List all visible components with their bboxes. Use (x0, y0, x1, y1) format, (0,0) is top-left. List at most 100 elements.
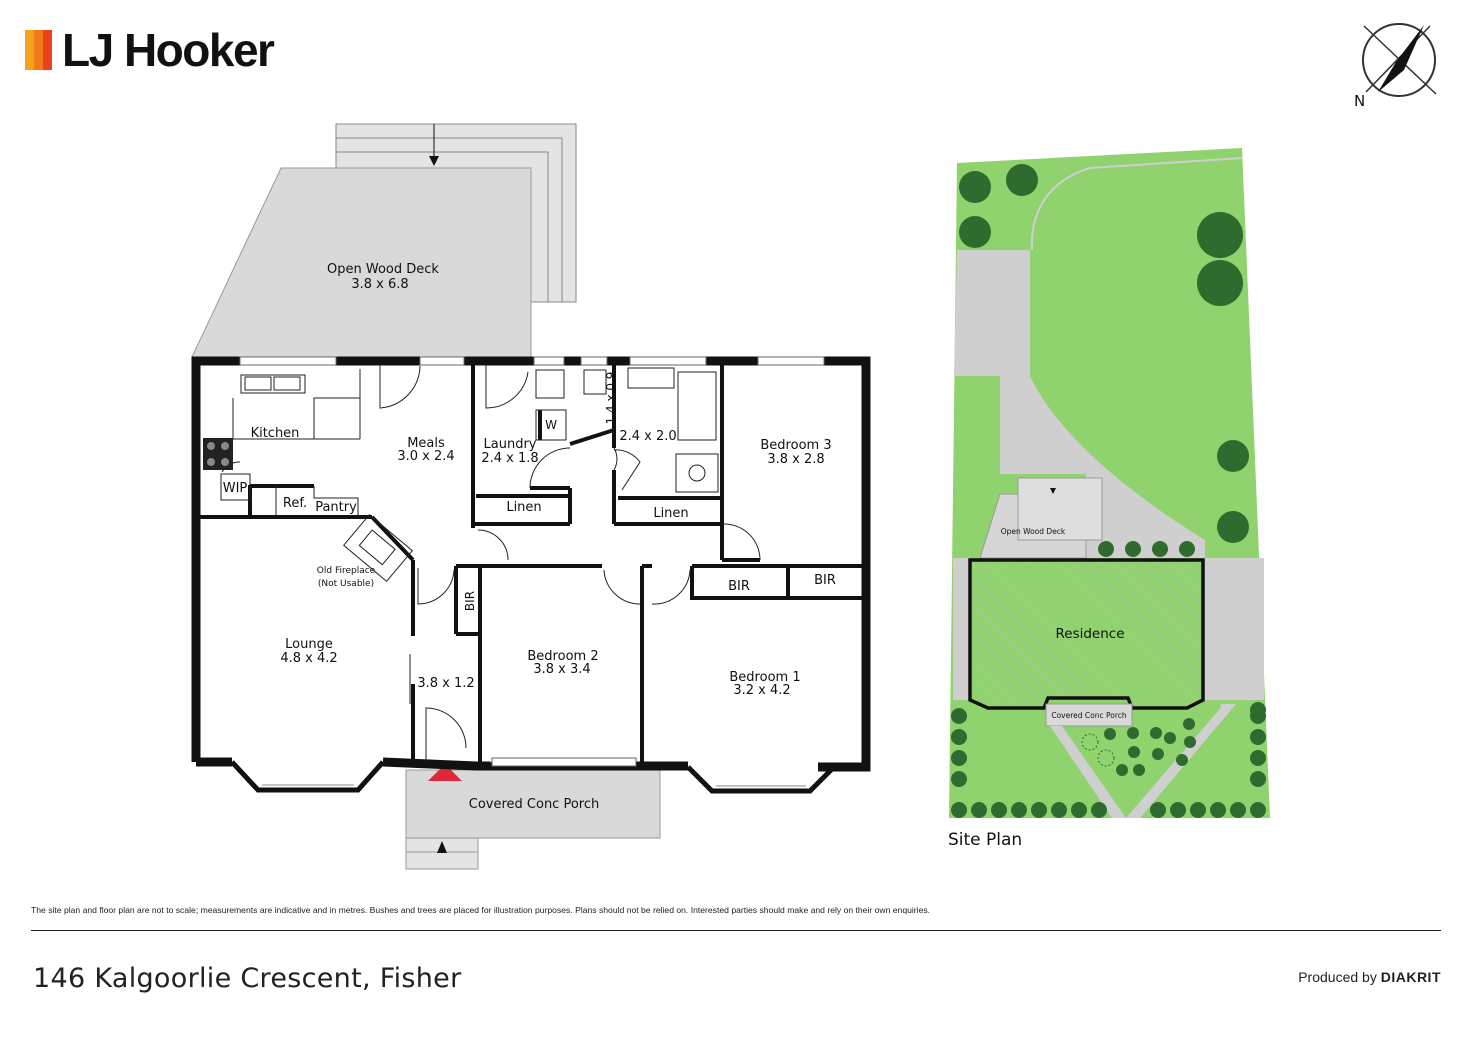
residence-label: Residence (1055, 626, 1124, 642)
floor-plan: Open Wood Deck 3.8 x 6.8 Kitchen Meals 3… (191, 123, 871, 870)
tree-icon (1217, 440, 1249, 472)
tree-icon (1250, 750, 1266, 766)
bir-bed1b-label: BIR (814, 573, 836, 588)
compass-icon: N (1354, 23, 1437, 110)
site-deck-label: Open Wood Deck (1001, 527, 1066, 536)
bedroom2-name: Bedroom 2 (527, 649, 598, 664)
tree-icon (1071, 802, 1087, 818)
wc-label: W (545, 418, 557, 432)
tree-icon (1006, 164, 1038, 196)
disclaimer-text: The site plan and floor plan are not to … (31, 905, 931, 915)
tree-icon (1152, 541, 1168, 557)
shrub-icon (1097, 749, 1115, 767)
footer-divider (31, 930, 1441, 931)
tree-icon (1210, 802, 1226, 818)
tree-icon (1133, 764, 1145, 776)
bir-hall-label: BIR (463, 591, 477, 611)
bedroom2-size: 3.8 x 3.4 (533, 662, 590, 677)
shrub-icon (1081, 733, 1099, 751)
site-deck: Open Wood Deck (979, 477, 1103, 559)
compass-label: N (1354, 92, 1365, 110)
ref-label: Ref. (283, 496, 307, 511)
entry-size: 3.8 x 1.2 (417, 676, 474, 691)
laundry-size: 2.4 x 1.8 (481, 451, 538, 466)
bedroom1-size: 3.2 x 4.2 (733, 683, 790, 698)
bedroom1-name: Bedroom 1 (729, 670, 800, 685)
pantry-label: Pantry (315, 500, 357, 515)
linen-laundry-label: Linen (506, 500, 541, 515)
tree-icon (1051, 802, 1067, 818)
site-porch-label: Covered Conc Porch (1051, 711, 1127, 720)
bay-windows (230, 760, 836, 794)
site-trees (951, 164, 1266, 818)
entry-arrow-icon (428, 764, 462, 781)
tree-icon (1125, 541, 1141, 557)
deck-size: 3.8 x 6.8 (351, 277, 408, 292)
site-residence: Residence (968, 558, 1205, 710)
tree-icon (1152, 748, 1164, 760)
tree-icon (959, 171, 991, 203)
tree-icon (951, 729, 967, 745)
tree-icon (1184, 736, 1196, 748)
site-paving (954, 250, 1205, 558)
tree-icon (1250, 729, 1266, 745)
bedroom3-name: Bedroom 3 (760, 438, 831, 453)
site-plan-title: Site Plan (948, 830, 1022, 850)
meals-size: 3.0 x 2.4 (397, 449, 454, 464)
bedroom3-size: 3.8 x 2.8 (767, 452, 824, 467)
tree-icon (1150, 727, 1162, 739)
tree-icon (1250, 771, 1266, 787)
tree-icon (1190, 802, 1206, 818)
tree-icon (1128, 746, 1140, 758)
bathroom-size: 2.4 x 2.0 (619, 429, 676, 444)
tree-icon (1091, 802, 1107, 818)
deck-name: Open Wood Deck (327, 262, 439, 277)
tree-icon (1179, 541, 1195, 557)
tree-icon (971, 802, 987, 818)
meals-name: Meals (407, 436, 445, 451)
kitchen-sink-icon (240, 374, 306, 394)
fireplace-note: (Not Usable) (318, 579, 374, 589)
tree-icon (1183, 718, 1195, 730)
bir-bed1-label: BIR (728, 579, 750, 594)
tree-icon (1250, 702, 1266, 718)
door-swings (221, 365, 761, 762)
tree-icon (1011, 802, 1027, 818)
tree-icon (1176, 754, 1188, 766)
site-plan: Open Wood Deck Residence Covered Conc Po… (948, 148, 1270, 850)
lounge-name: Lounge (285, 637, 333, 652)
logo-bars-icon (25, 30, 52, 70)
tree-icon (1116, 764, 1128, 776)
wc-size: 1.4 x 0.9 (604, 372, 618, 425)
tree-icon (951, 750, 967, 766)
tree-icon (1230, 802, 1246, 818)
covered-porch (405, 764, 661, 870)
tree-icon (1197, 212, 1243, 258)
logo-bar (25, 30, 34, 70)
logo-wordmark: LJ Hooker (62, 24, 275, 76)
tree-icon (1150, 802, 1166, 818)
lounge-size: 4.8 x 4.2 (280, 651, 337, 666)
room-labels: Open Wood Deck 3.8 x 6.8 Kitchen Meals 3… (223, 262, 836, 812)
linen-hall-label: Linen (653, 506, 688, 521)
porch-label: Covered Conc Porch (469, 797, 600, 812)
tree-icon (1031, 802, 1047, 818)
tree-icon (1098, 541, 1114, 557)
tree-icon (1170, 802, 1186, 818)
tree-icon (991, 802, 1007, 818)
lj-hooker-logo: LJ Hooker (25, 22, 275, 78)
fireplace-label: Old Fireplace (317, 566, 376, 576)
logo-bar (43, 30, 52, 70)
produced-by-prefix: Produced by (1298, 969, 1377, 985)
produced-by: Produced by DIAKRIT (1298, 969, 1441, 985)
logo-bar (34, 30, 43, 70)
tree-icon (951, 708, 967, 724)
kitchen-name: Kitchen (251, 426, 300, 441)
diakrit-logo: DIAKRIT (1380, 969, 1441, 985)
joinery (220, 367, 719, 583)
laundry-name: Laundry (484, 437, 537, 452)
tree-icon (951, 802, 967, 818)
tree-icon (1127, 727, 1139, 739)
